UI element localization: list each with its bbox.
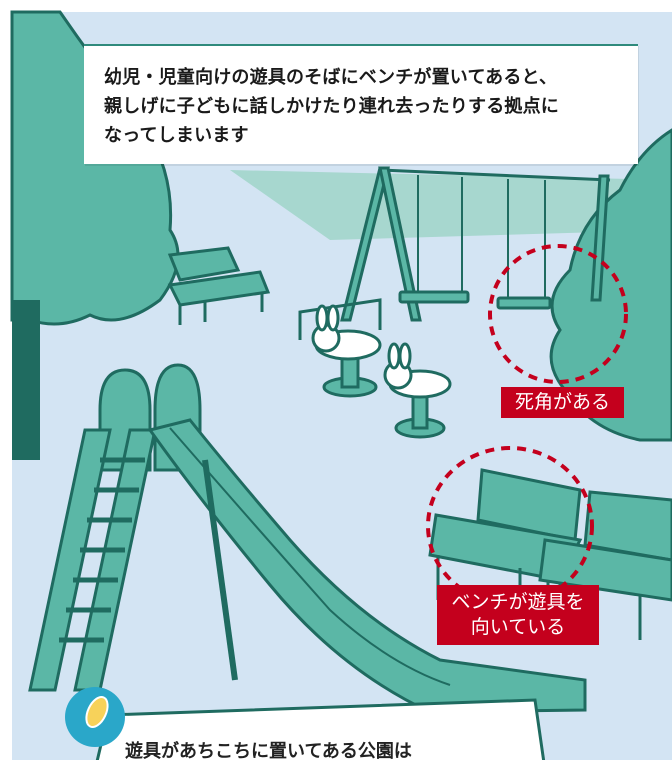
bottom-balloon-text: 遊具があちこちに置いてある公園は bbox=[125, 741, 412, 760]
caption-text: 幼児・児童向けの遊具のそばにベンチが置いてあると、 親しげに子どもに話しかけたり… bbox=[104, 63, 624, 150]
blind-spot-label: 死角がある bbox=[501, 387, 624, 418]
bench-circle bbox=[426, 446, 594, 606]
caption-box: 幼児・児童向けの遊具のそばにベンチが置いてあると、 親しげに子どもに話しかけたり… bbox=[84, 44, 638, 164]
bench-label-line-2: 向いている bbox=[470, 616, 566, 638]
back-bench bbox=[167, 246, 271, 325]
swing-set bbox=[298, 166, 611, 340]
bench-facing-label: ベンチが遊具を 向いている bbox=[437, 585, 599, 645]
bench-label-line-1: ベンチが遊具を bbox=[451, 591, 585, 613]
caption-line-2: 親しげに子どもに話しかけたり連れ去ったりする拠点に bbox=[104, 96, 559, 117]
caption-line-3: なってしまいます bbox=[104, 125, 249, 146]
left-tree bbox=[10, 10, 180, 460]
spring-rider-1 bbox=[311, 304, 382, 398]
caption-line-1: 幼児・児童向けの遊具のそばにベンチが置いてあると、 bbox=[104, 67, 558, 88]
bottom-speech-balloon bbox=[65, 687, 546, 764]
blind-spot-circle bbox=[488, 244, 628, 384]
spring-rider-2 bbox=[383, 342, 452, 439]
